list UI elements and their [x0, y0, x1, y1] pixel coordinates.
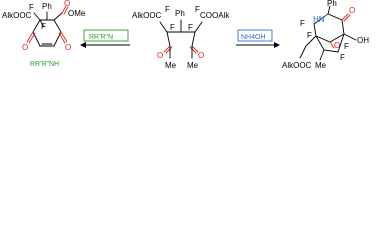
left-ome-label: OMe: [68, 9, 86, 18]
right-fluorine-low: F: [340, 53, 345, 62]
left-reaction-arrow: [80, 29, 130, 48]
right-fluorine-mid: F: [307, 31, 312, 40]
left-oxygen-left: O: [22, 43, 28, 52]
right-hydroxyl-label: OH: [357, 36, 369, 45]
center-phenyl-label: Ph: [175, 9, 185, 18]
left-fluorine-mid: F: [41, 22, 46, 31]
right-product-structure: [299, 5, 357, 61]
center-oxygen-right: O: [198, 51, 204, 60]
left-ester-oxygen: O: [64, 0, 70, 8]
center-oxygen-left: O: [157, 51, 163, 60]
right-lactam-oxygen: O: [349, 6, 355, 15]
right-fluorine-left: F: [300, 19, 305, 28]
right-alkooc-label: AlkOOC: [282, 61, 312, 70]
center-methyl-right: Me: [187, 61, 199, 70]
center-structure: [159, 19, 203, 59]
left-phenyl-label: Ph: [42, 2, 52, 11]
right-arrow-frame: [237, 29, 273, 42]
left-alkooc-label: AlkOOC: [2, 11, 32, 20]
left-product-structure: [26, 5, 69, 47]
center-alkooc-label: AlkOOC: [132, 11, 162, 20]
center-fluorine-1: F: [165, 5, 170, 14]
left-arrow-frame: [83, 29, 129, 42]
center-fluorine-2: F: [170, 23, 175, 32]
center-methyl-left: Me: [165, 61, 177, 70]
right-fluorine-right: F: [344, 42, 349, 51]
left-fluorine-top: F: [29, 3, 34, 12]
reaction-scheme: AlkOOC F F Ph O OMe O O RR'R"NH RR'R"N A…: [2, 0, 369, 70]
right-ring-oxygen: O: [334, 41, 340, 50]
left-arrow-head: [80, 42, 86, 48]
center-fluorine-4: F: [195, 5, 200, 14]
right-reaction-arrow: [236, 29, 280, 48]
left-amine-salt: RR'R"NH: [30, 61, 59, 68]
right-phenyl-label: Ph: [327, 0, 337, 8]
left-reagent-label: RR'R"N: [89, 34, 113, 41]
left-oxygen-right: O: [65, 43, 71, 52]
center-fluorine-3: F: [188, 23, 193, 32]
right-arrow-head: [274, 42, 280, 48]
right-hn-label: HN: [313, 15, 325, 24]
right-reagent-label: NH4OH: [241, 34, 266, 41]
center-cooalk-label: COOAlk: [200, 11, 230, 20]
right-methyl-label: Me: [315, 61, 327, 70]
